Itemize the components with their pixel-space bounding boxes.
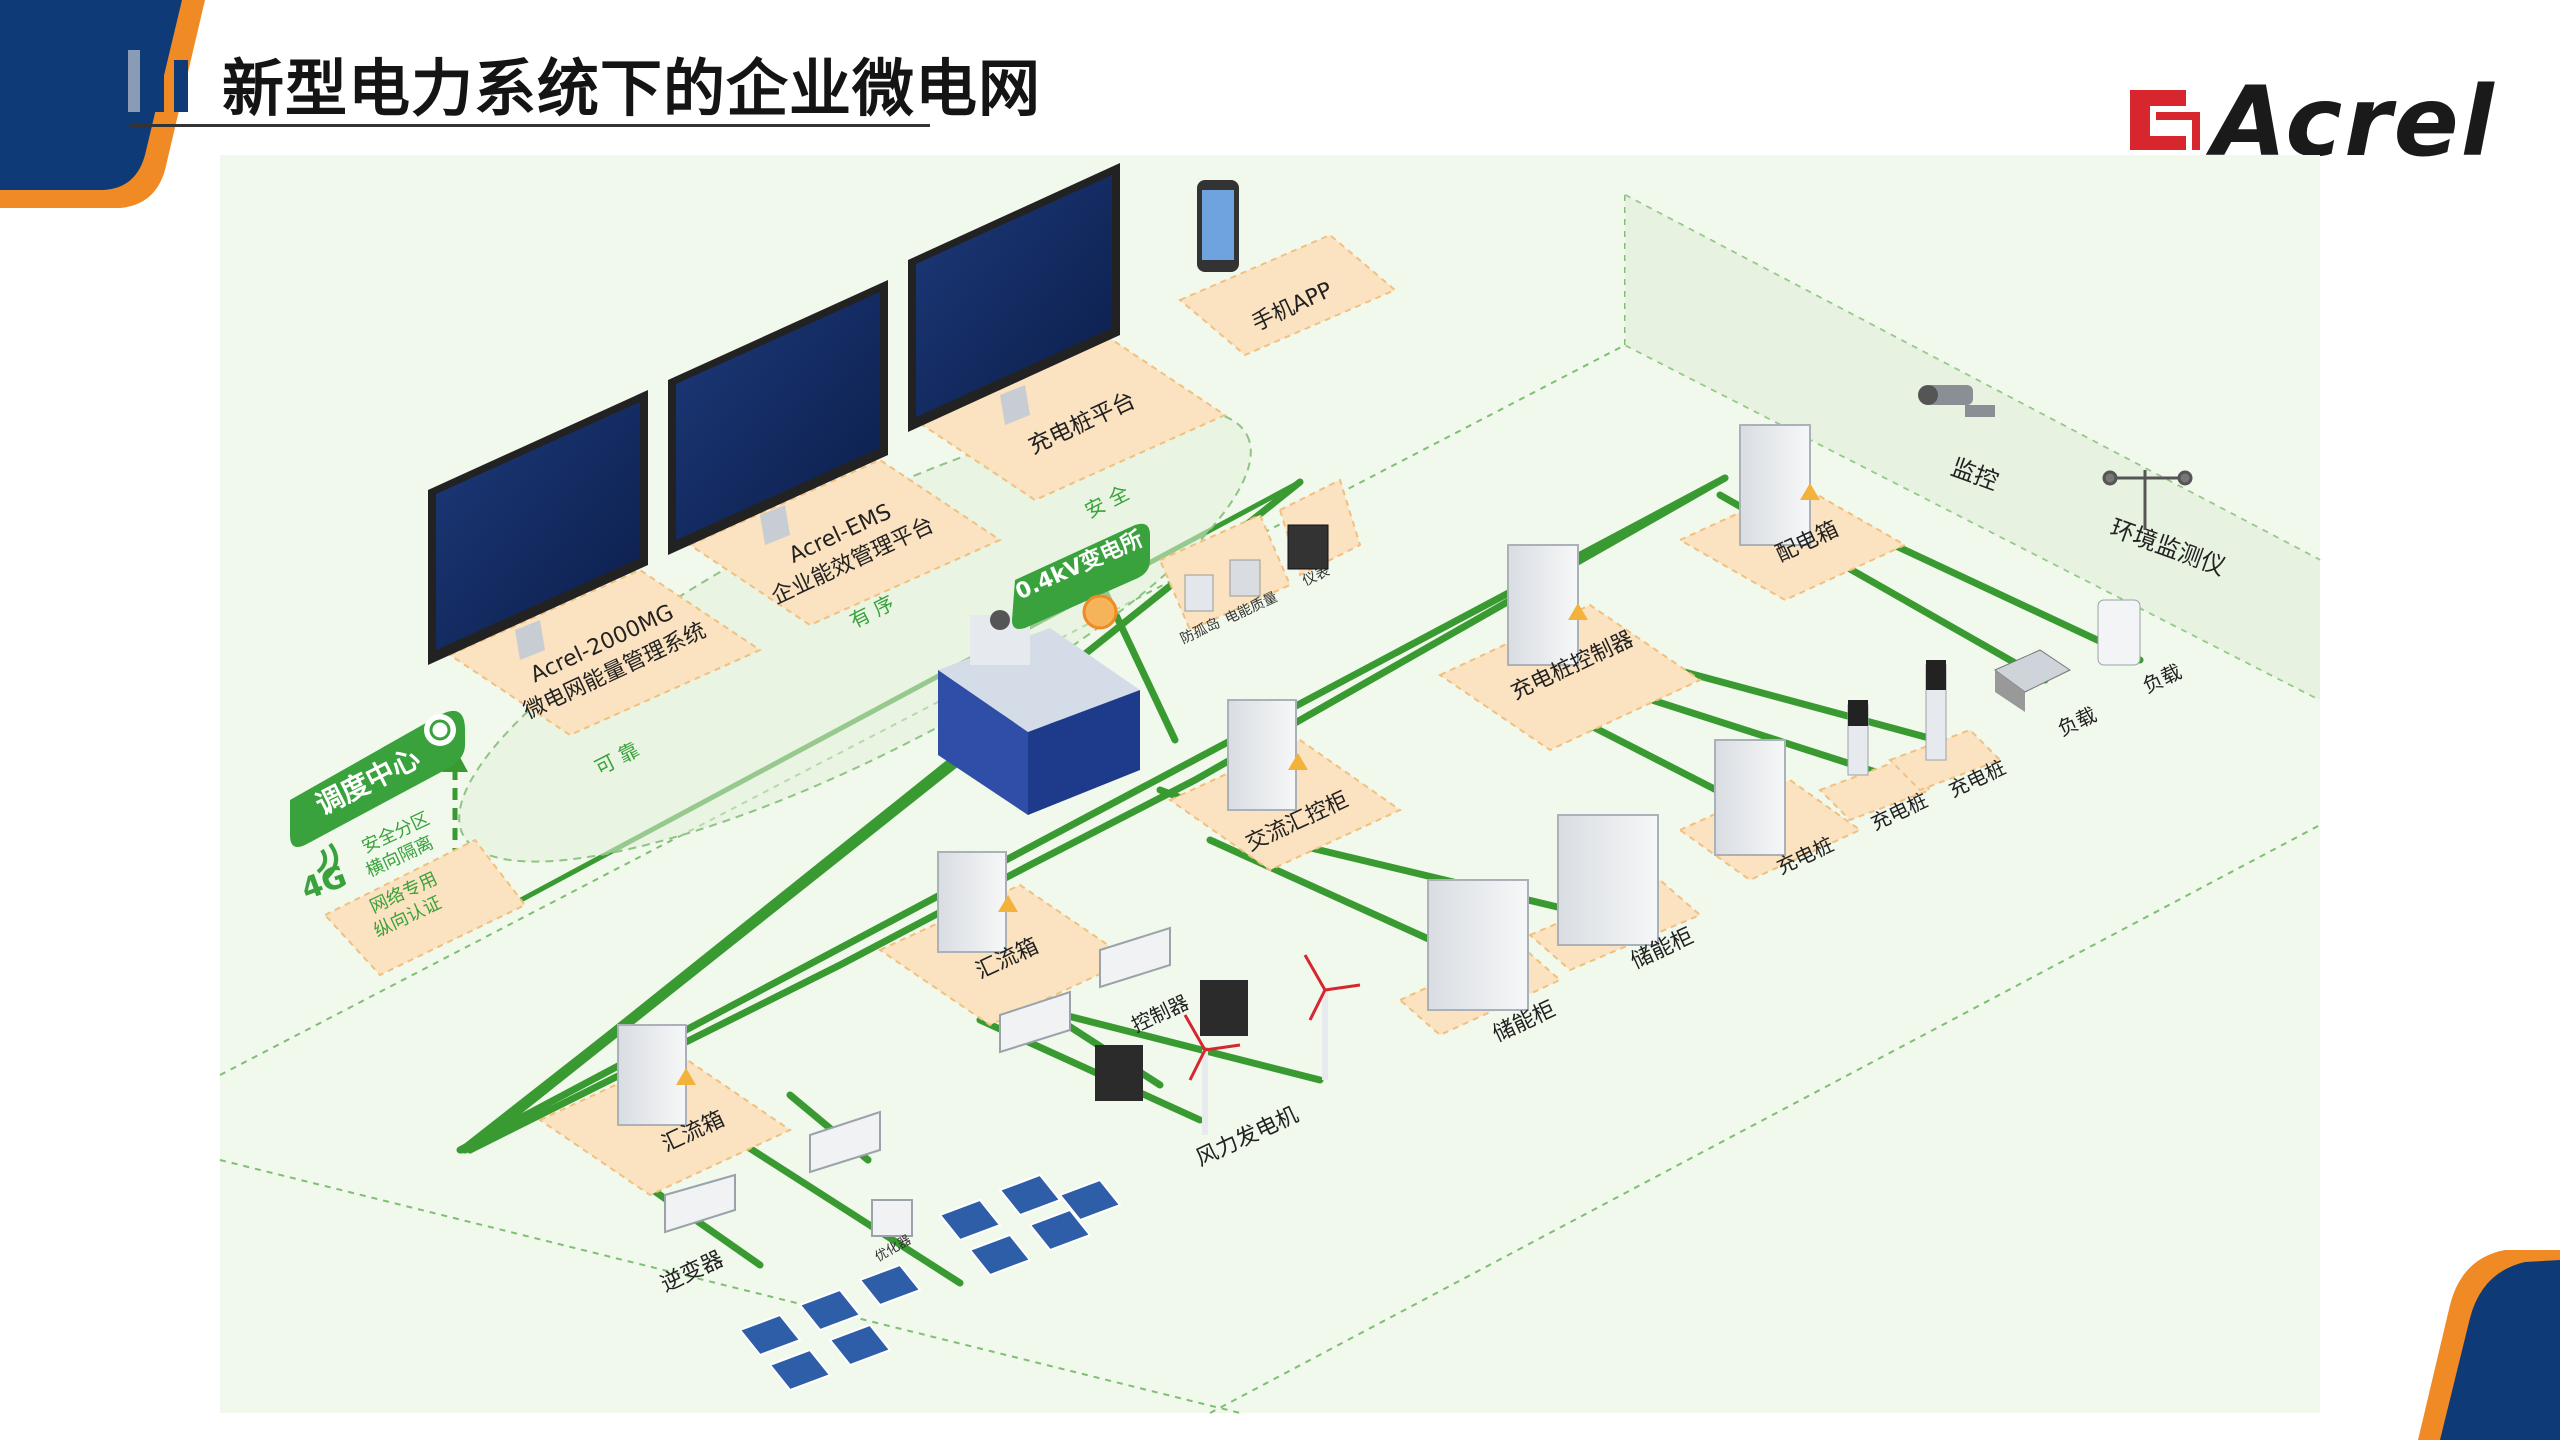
substation-badge [1012,523,1150,629]
solar-panels [738,1173,1122,1392]
wind-blades [1183,954,1361,1081]
acrel-logo-icon [2130,90,2200,150]
load-devices [1994,599,2141,712]
signal-4g-icon [316,842,338,880]
page-title: 新型电力系统下的企业微电网 [222,52,1042,125]
monitor-mg [428,390,648,665]
inverter-label: 逆变器 [657,1247,727,1298]
dispatch-center-badge [290,710,465,848]
charging-posts [1847,660,1947,776]
substation-indicator-icon [1082,594,1118,630]
phone-icon [1197,180,1239,272]
zone-upper-right [1625,195,2320,700]
warning-icons [676,483,1820,1085]
platform-pads [323,233,1397,977]
optimizer-device [871,1199,913,1237]
load-1-label: 负载 [2054,702,2100,741]
camera-icon [1918,385,1995,417]
corner-decoration-top-left [0,0,205,208]
cabinets [617,424,1811,1126]
title-underline [130,124,930,127]
weather-station-icon [2102,470,2193,530]
controller-label: 控制器 [1128,990,1193,1037]
wind-label: 风力发电机 [1192,1103,1302,1172]
load-2-label: 负载 [2139,659,2185,698]
substation-meters [1184,524,1329,612]
title-bars-icon [128,50,188,112]
controllers [1095,980,1248,1101]
inverters [664,926,1171,1234]
monitor-charging [908,163,1120,432]
wind-turbines [1202,990,1328,1135]
corner-decoration-bottom-right [2418,1250,2560,1440]
dispatch-network-label: 4G [297,859,352,907]
power-bus-lines [456,474,2144,1287]
monitor-ems [668,280,888,555]
substation-block [938,610,1140,815]
